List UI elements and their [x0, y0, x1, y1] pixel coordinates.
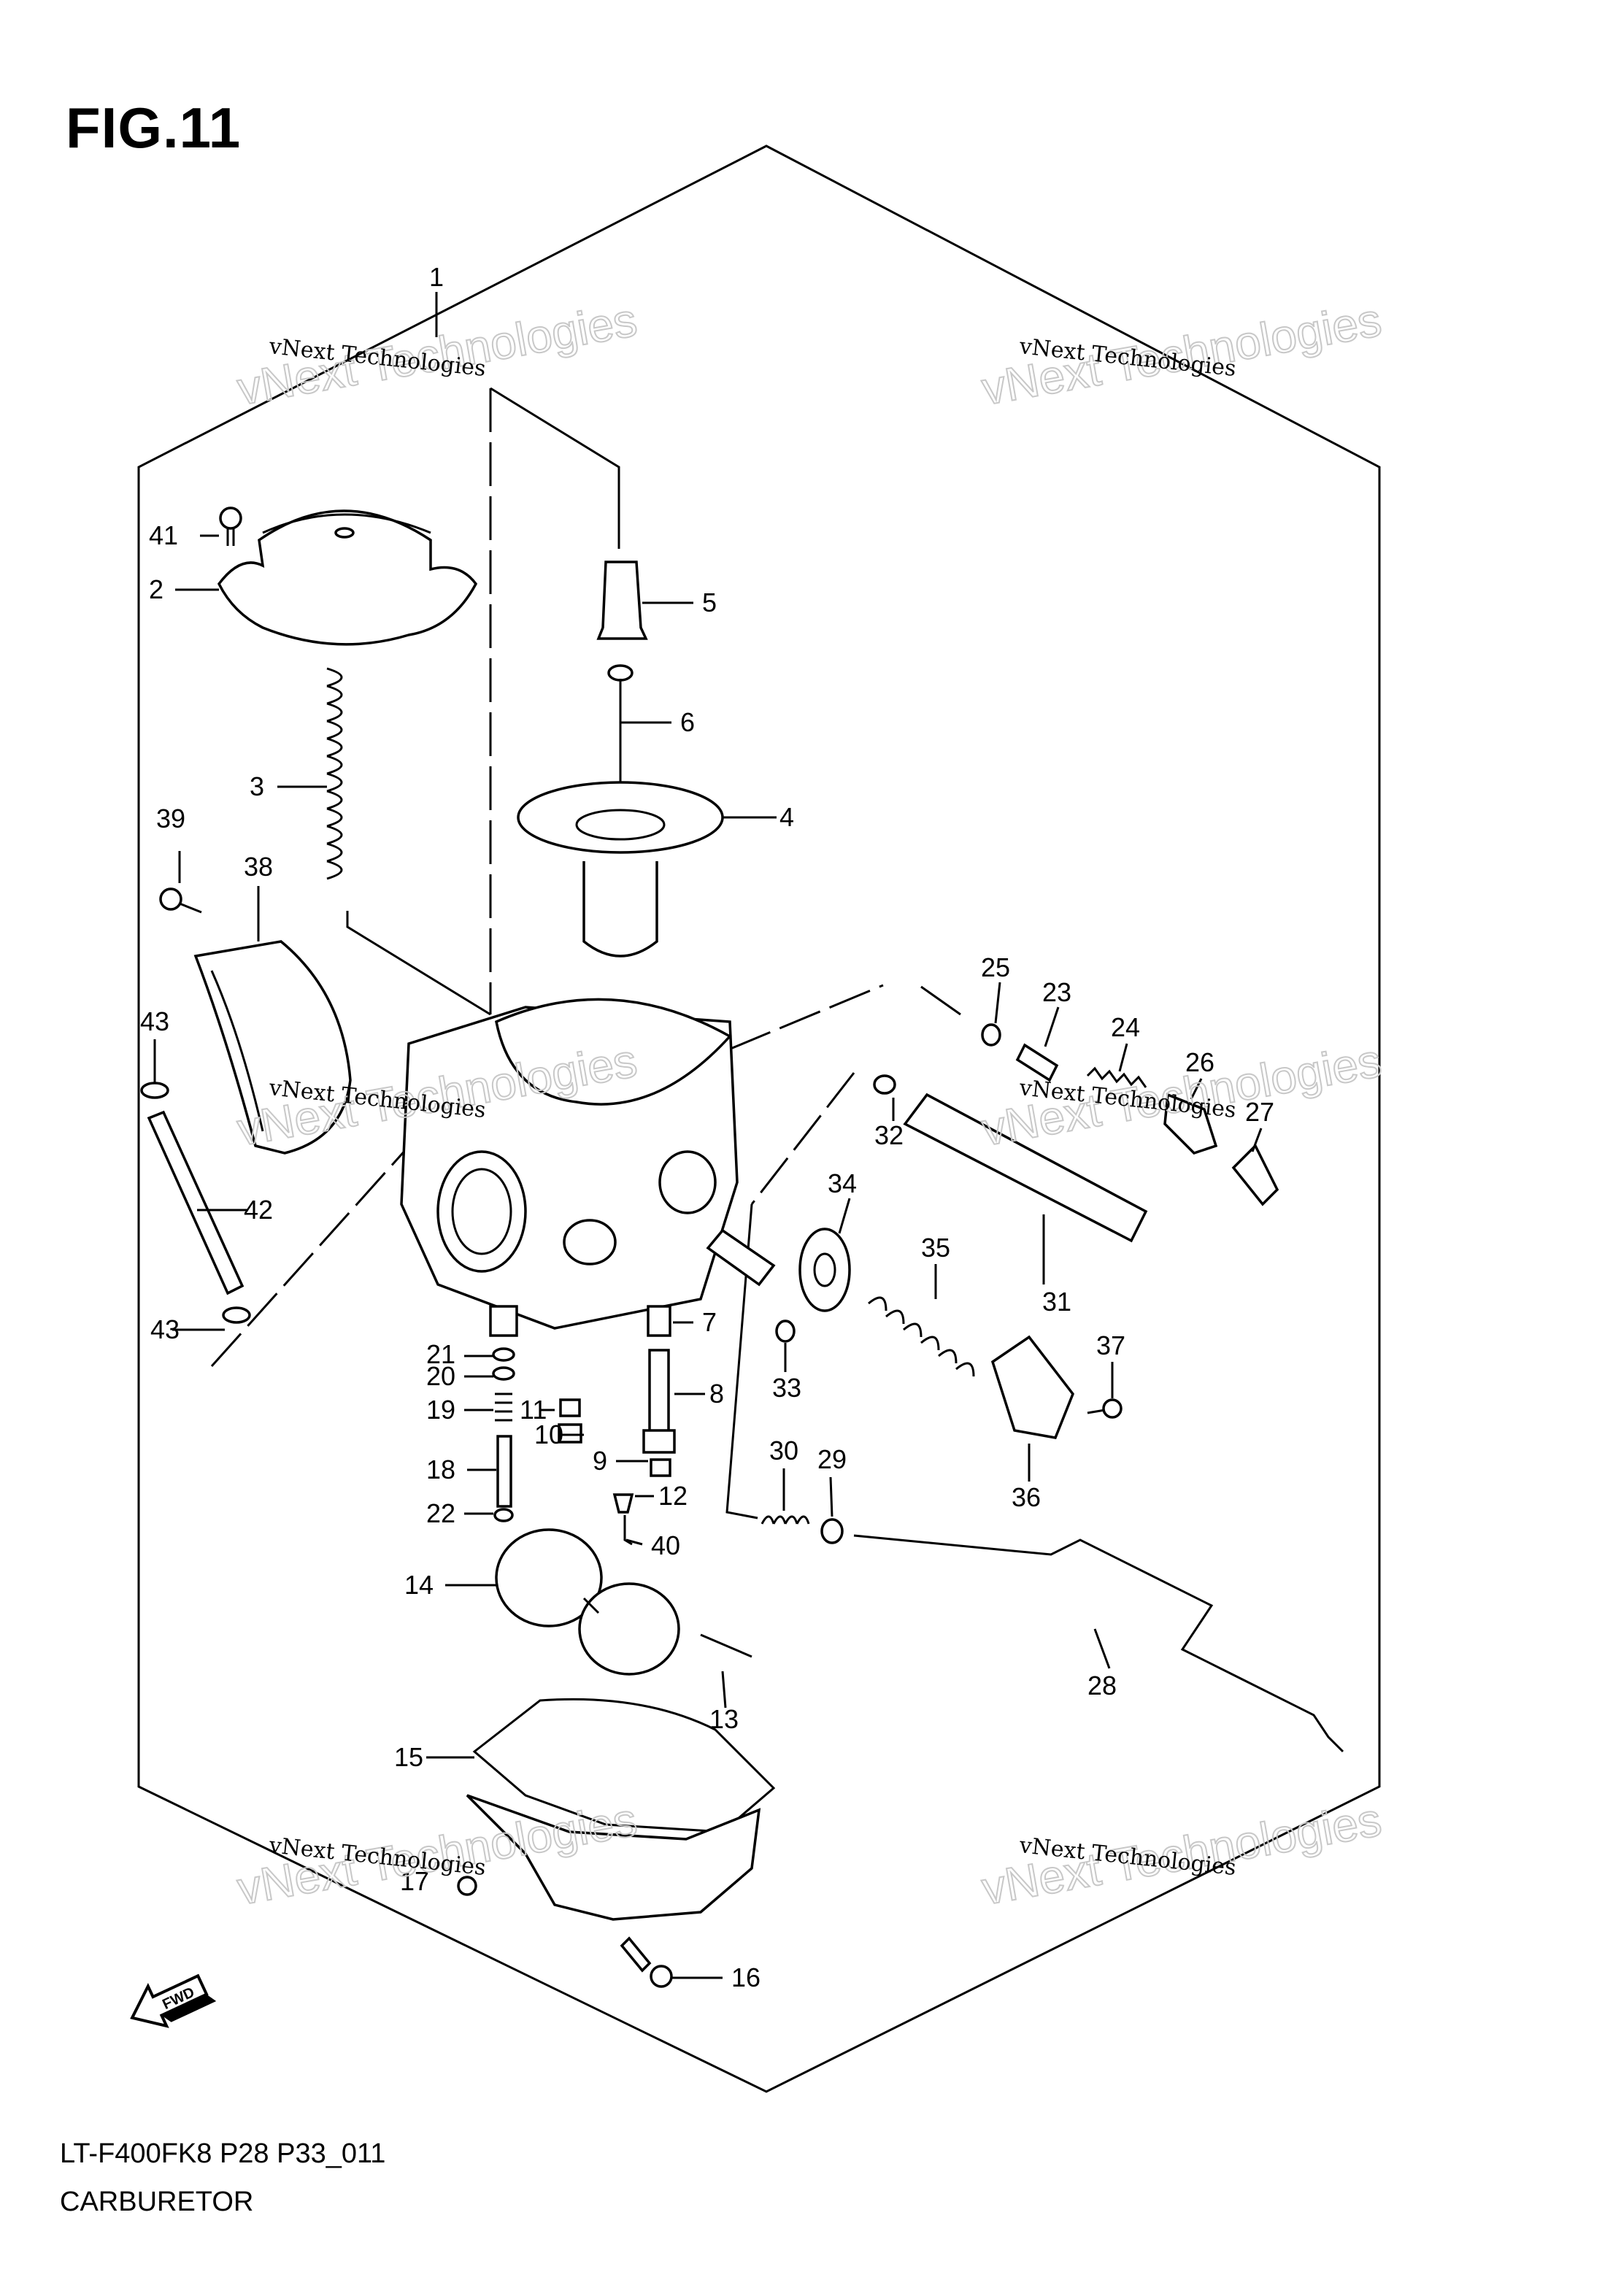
part-pilot-screw-set: [492, 1347, 515, 1522]
callout-9: 9: [593, 1446, 607, 1476]
callout-32: 32: [874, 1120, 904, 1150]
part-vent-hose: [147, 1110, 245, 1295]
callout-numbers: 1 2 3 4 5 6 7 8 9 10 11 12 13 14 15 16 1…: [140, 262, 1274, 1992]
part-plunger-23: [1015, 1043, 1059, 1082]
part-spring-35: [868, 1296, 975, 1377]
callout-2: 2: [149, 574, 163, 604]
callout-22: 22: [426, 1498, 455, 1528]
callout-24: 24: [1111, 1012, 1140, 1042]
callout-21: 21: [426, 1339, 455, 1369]
callout-23: 23: [1042, 977, 1071, 1007]
part-washer-33: [775, 1320, 796, 1343]
part-float: [495, 1528, 680, 1676]
callout-39: 39: [156, 804, 185, 833]
callout-36: 36: [1012, 1482, 1041, 1512]
part-rod-28: [853, 1534, 1344, 1753]
part-jet-needle: [607, 664, 634, 795]
part-float-chamber: [466, 1794, 761, 1921]
callout-30: 30: [769, 1436, 798, 1465]
part-top-cover: [217, 509, 478, 646]
callout-29: 29: [817, 1444, 847, 1474]
part-jets: [558, 1305, 676, 1546]
part-carburetor-body: [400, 998, 776, 1337]
callout-38: 38: [244, 852, 273, 882]
callout-20: 20: [426, 1361, 455, 1391]
callout-15: 15: [394, 1742, 423, 1772]
callout-18: 18: [426, 1455, 455, 1484]
callout-8: 8: [709, 1379, 724, 1409]
part-screw-37: [1087, 1398, 1123, 1419]
fwd-arrow-icon: FWD: [130, 1973, 217, 2028]
part-spring: [326, 667, 343, 880]
callout-1: 1: [429, 262, 444, 292]
part-gasket: [472, 1698, 776, 1833]
model-code: LT-F400FK8 P28 P33_011: [60, 2138, 386, 2169]
callout-6: 6: [680, 707, 695, 737]
callout-17: 17: [400, 1866, 429, 1896]
callout-43-upper: 43: [140, 1006, 169, 1036]
callout-4: 4: [779, 802, 794, 832]
part-cap-27: [1231, 1144, 1279, 1206]
callout-40: 40: [651, 1530, 680, 1560]
callout-26: 26: [1185, 1047, 1214, 1077]
callout-34: 34: [828, 1168, 857, 1198]
part-diaphragm-piston: [517, 781, 724, 958]
callout-28: 28: [1087, 1671, 1117, 1700]
part-screw-16: [620, 1936, 673, 1988]
part-washer-29: [820, 1518, 844, 1544]
callout-42: 42: [244, 1195, 273, 1225]
callout-43-lower: 43: [150, 1314, 180, 1344]
callout-14: 14: [404, 1570, 434, 1600]
section-name: CARBURETOR: [60, 2187, 254, 2217]
part-screw-39: [159, 887, 202, 914]
part-screw-17: [457, 1876, 477, 1896]
callout-16: 16: [731, 1962, 761, 1992]
callout-11: 11: [520, 1395, 547, 1425]
part-pump-cover-36: [990, 1335, 1074, 1439]
callout-25: 25: [981, 952, 1010, 982]
callout-31: 31: [1042, 1287, 1071, 1317]
callout-35: 35: [921, 1233, 950, 1263]
part-clip-43b: [222, 1306, 251, 1324]
part-needle-holder: [596, 560, 648, 640]
callout-33: 33: [772, 1373, 801, 1403]
frame-outline: [137, 145, 1381, 2093]
callout-7: 7: [702, 1307, 717, 1337]
part-nut-26: [1163, 1093, 1218, 1155]
part-screw-41: [219, 506, 242, 546]
figure-title: FIG.11: [66, 96, 242, 160]
callout-3: 3: [250, 771, 264, 801]
part-spring-30: [761, 1515, 810, 1525]
callout-12: 12: [658, 1481, 688, 1511]
leader-lines: [153, 292, 1263, 1979]
callout-5: 5: [702, 588, 717, 617]
callout-41: 41: [149, 520, 178, 550]
part-spring-24: [1086, 1066, 1147, 1088]
callout-19: 19: [426, 1395, 455, 1425]
callout-13: 13: [709, 1704, 739, 1734]
callout-27: 27: [1245, 1097, 1274, 1127]
part-clip-43a: [140, 1082, 169, 1099]
part-float-pin: [700, 1633, 752, 1658]
part-hose-31: [903, 1093, 1148, 1243]
part-diaphragm-34: [798, 1228, 851, 1312]
callout-10: 10: [534, 1419, 563, 1449]
part-clip-32: [873, 1074, 896, 1095]
part-side-cover: [193, 940, 352, 1155]
part-o-ring-25: [981, 1023, 1001, 1047]
callout-37: 37: [1096, 1330, 1125, 1360]
